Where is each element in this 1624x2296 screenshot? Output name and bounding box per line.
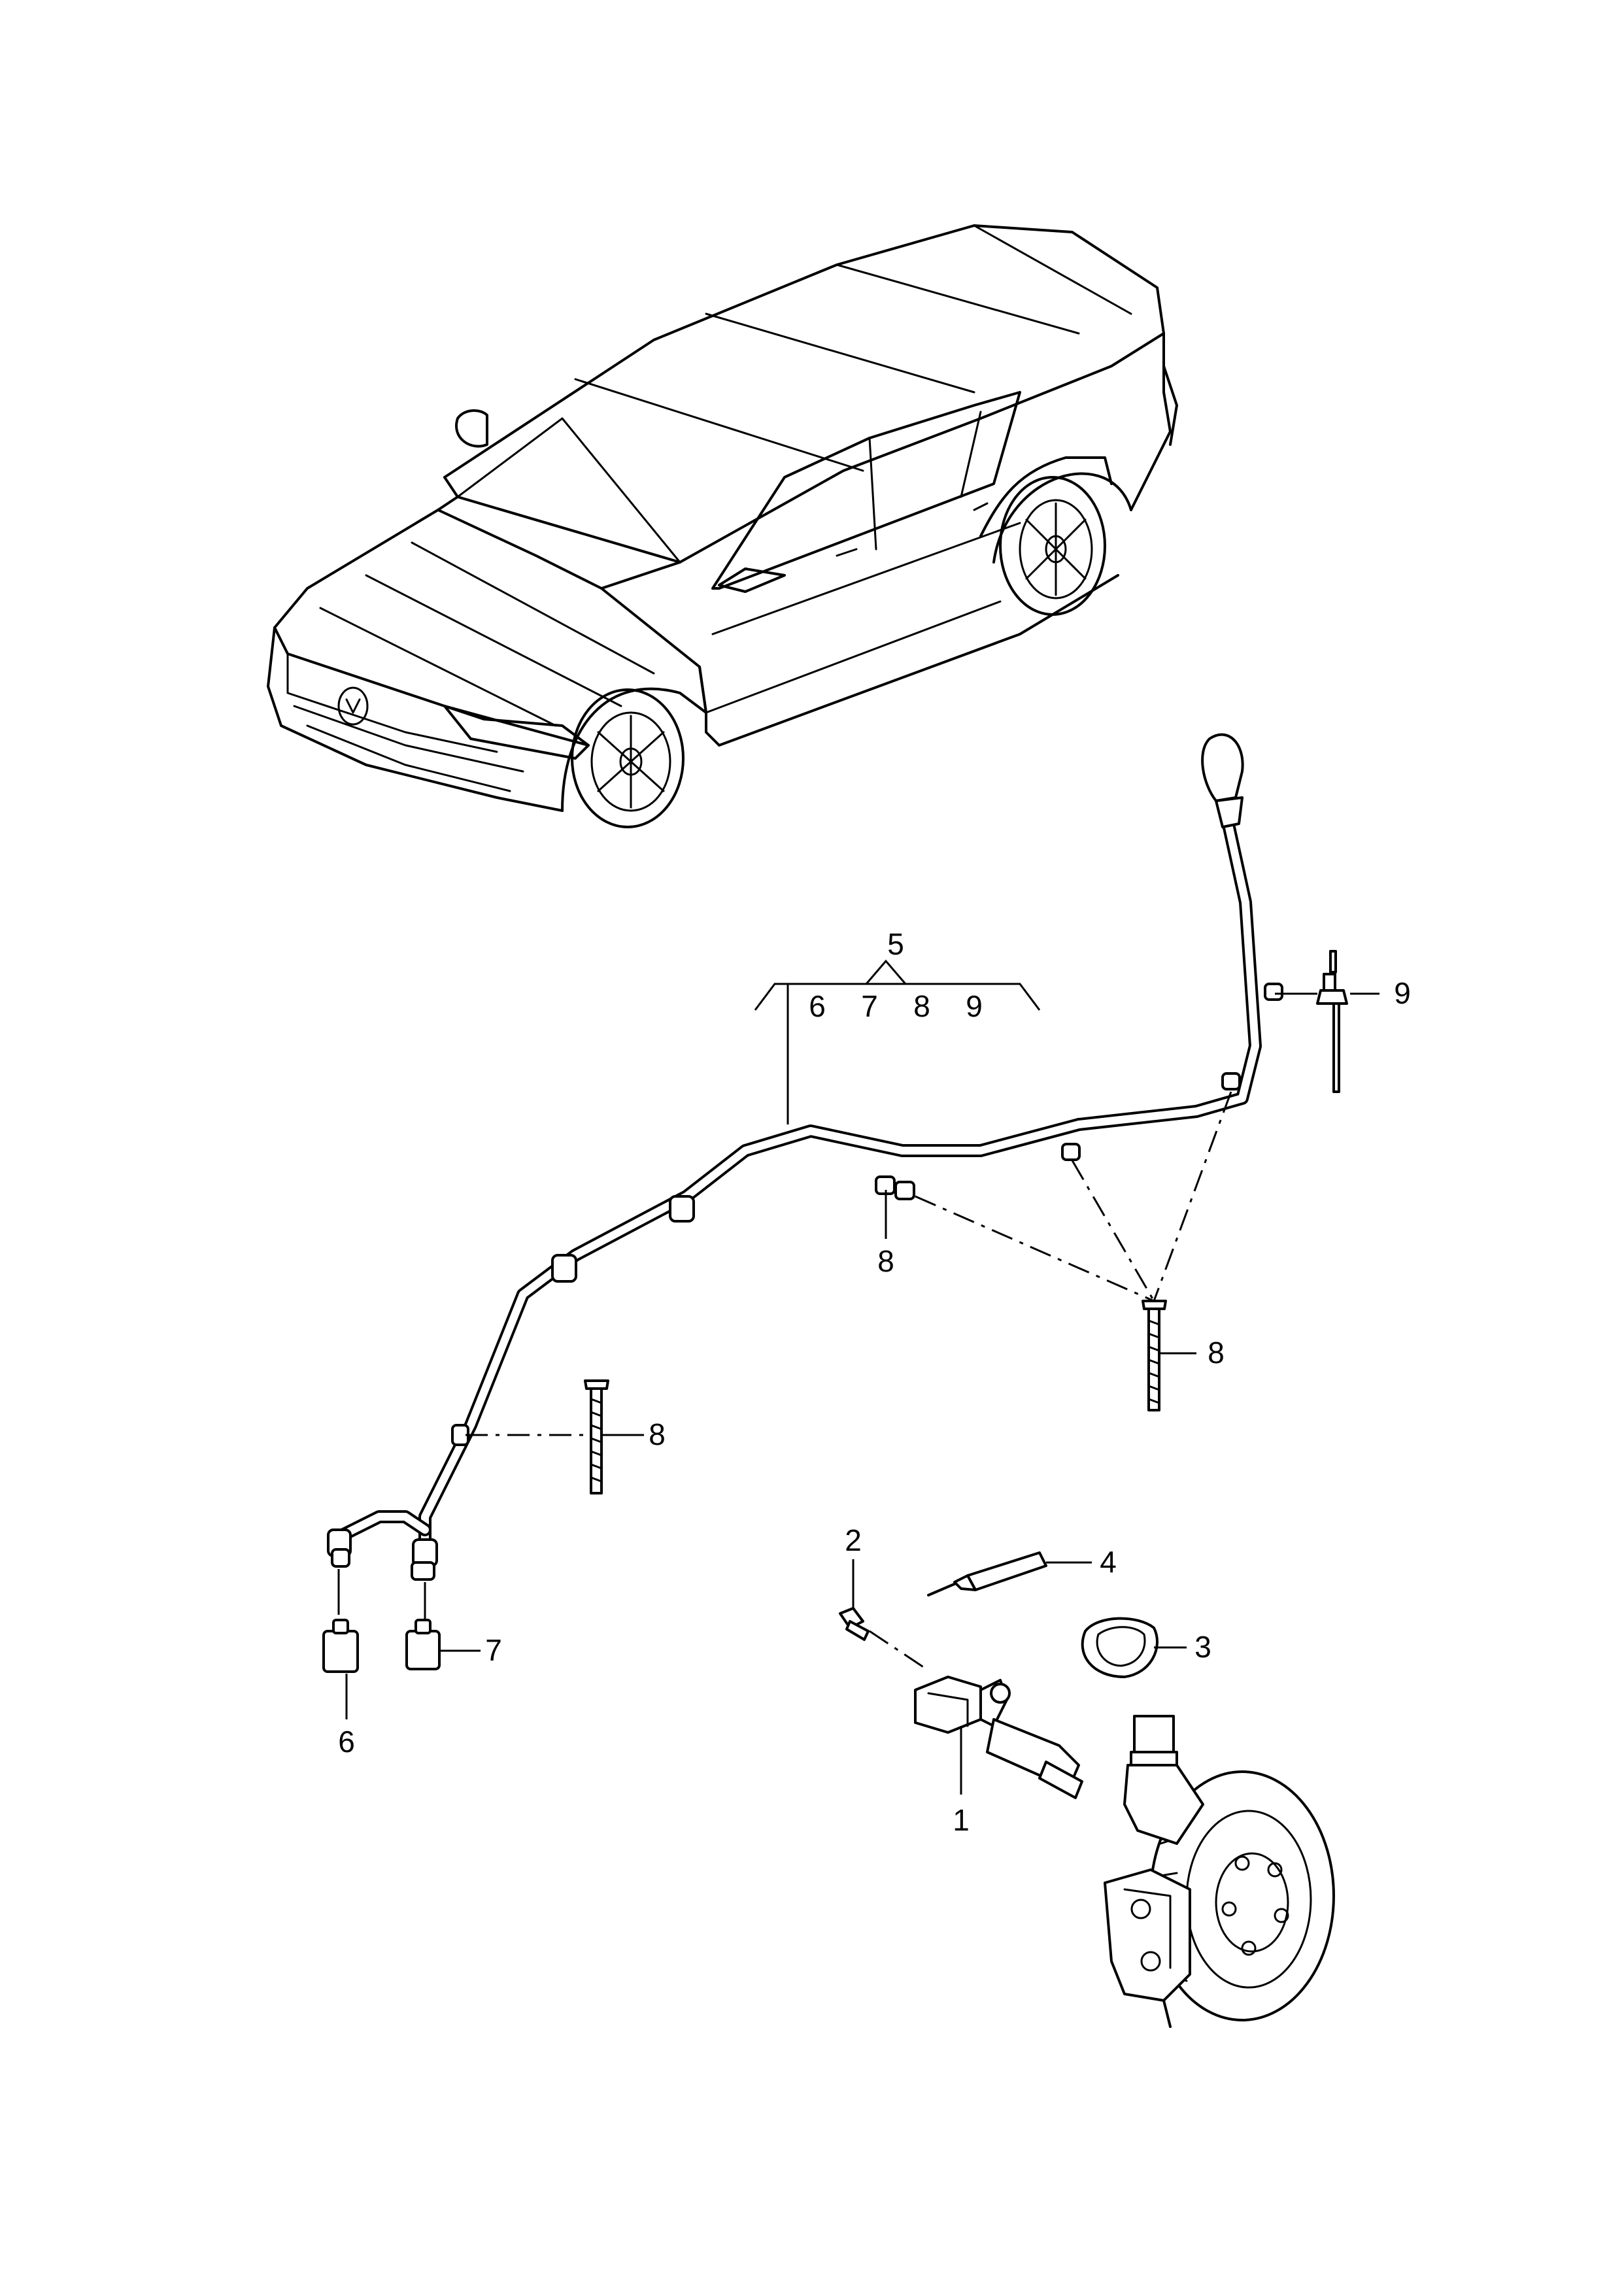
callout-group-8: 8 xyxy=(913,989,930,1023)
wheel-speed-sensor-icon xyxy=(839,1551,1159,1799)
callout-7: 7 xyxy=(485,1633,502,1667)
callout-8-right: 8 xyxy=(1208,1336,1225,1370)
leader-lines xyxy=(337,992,1379,1795)
callout-6: 6 xyxy=(338,1725,355,1759)
callout-3: 3 xyxy=(1194,1630,1211,1664)
callout-4: 4 xyxy=(1100,1545,1117,1579)
bolt-icon xyxy=(584,950,1348,1494)
callout-2: 2 xyxy=(845,1523,862,1557)
callout-8-left: 8 xyxy=(649,1417,666,1451)
callout-group-7: 7 xyxy=(861,989,878,1023)
callout-9: 9 xyxy=(1394,976,1411,1010)
callout-group-9: 9 xyxy=(966,989,983,1023)
wiring-harness-icon xyxy=(327,733,1283,1581)
callout-5: 5 xyxy=(887,927,904,961)
bom-bracket xyxy=(754,959,1041,1124)
callout-1: 1 xyxy=(953,1803,970,1837)
assembly-lines xyxy=(465,1091,1232,1672)
connector-housings xyxy=(322,1619,441,1673)
callout-8-mid: 8 xyxy=(877,1244,894,1278)
brake-disc-icon xyxy=(1104,1715,1335,2028)
callout-group-6: 6 xyxy=(809,989,826,1023)
car-icon xyxy=(267,224,1178,828)
callouts: 5 6 7 8 9 9 8 8 8 2 4 3 7 6 1 xyxy=(338,927,1411,1837)
